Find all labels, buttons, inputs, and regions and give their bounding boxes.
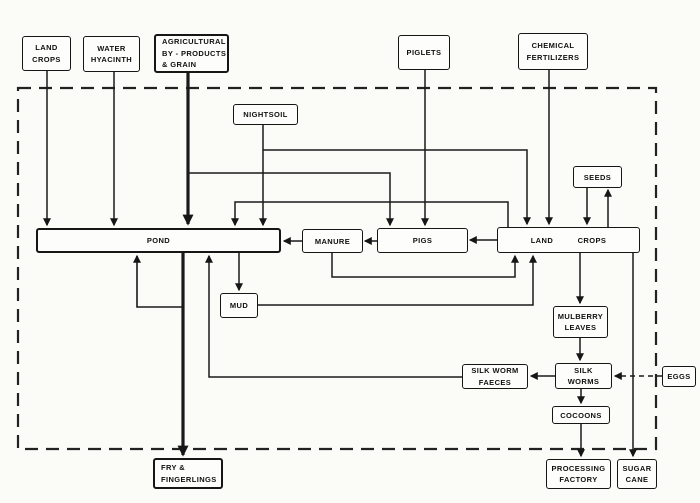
node-fry-fingerlings: FRY & FINGERLINGS [153, 458, 223, 489]
node-mulberry-leaves: MULBERRY LEAVES [553, 306, 608, 338]
node-silk-worms: SILK WORMS [555, 363, 612, 389]
node-seeds: SEEDS [573, 166, 622, 188]
node-label: AGRICULTURAL BY - PRODUCTS & GRAIN [162, 37, 227, 70]
node-label: MULBERRY LEAVES [557, 311, 604, 333]
node-water-hyacinth: WATER HYACINTH [83, 36, 140, 72]
node-pigs: PIGS [377, 228, 468, 253]
node-label: SILK WORMS [567, 365, 600, 387]
node-processing-factory: PROCESSING FACTORY [546, 459, 611, 489]
node-label: EGGS [667, 372, 691, 381]
node-label: LAND CROPS [530, 235, 607, 245]
node-pond: POND [36, 228, 281, 253]
node-nightsoil: NIGHTSOIL [233, 104, 298, 125]
node-label: PIGS [412, 236, 433, 245]
node-land-crops: LAND CROPS [497, 227, 640, 253]
node-label: SUGAR CANE [622, 463, 652, 485]
node-chemical-fertilizers: CHEMICAL FERTILIZERS [518, 33, 588, 70]
node-label: MANURE [314, 236, 351, 246]
node-land-crops-input: LAND CROPS [22, 36, 71, 71]
node-label: COCOONS [560, 410, 602, 420]
node-label: LAND CROPS [32, 43, 61, 64]
node-label: NIGHTSOIL [243, 110, 288, 119]
node-agricultural-byproducts: AGRICULTURAL BY - PRODUCTS & GRAIN [154, 34, 229, 73]
node-eggs: EGGS [662, 366, 696, 387]
node-label: FRY & FINGERLINGS [161, 463, 217, 484]
node-label: PIGLETS [406, 48, 442, 57]
node-piglets: PIGLETS [398, 35, 450, 70]
node-label: PROCESSING FACTORY [551, 463, 606, 485]
node-label: CHEMICAL FERTILIZERS [526, 41, 580, 62]
node-label: POND [146, 236, 171, 245]
node-label: SEEDS [583, 172, 612, 182]
node-label: WATER HYACINTH [90, 43, 133, 65]
node-manure: MANURE [302, 229, 363, 253]
node-cocoons: COCOONS [552, 406, 610, 424]
node-mud: MUD [220, 293, 258, 318]
node-silk-worm-faeces: SILK WORM FAECES [462, 364, 528, 389]
system-boundary [16, 86, 658, 451]
node-sugar-cane: SUGAR CANE [617, 459, 657, 489]
node-label: MUD [229, 301, 249, 310]
node-label: SILK WORM FAECES [471, 366, 519, 387]
